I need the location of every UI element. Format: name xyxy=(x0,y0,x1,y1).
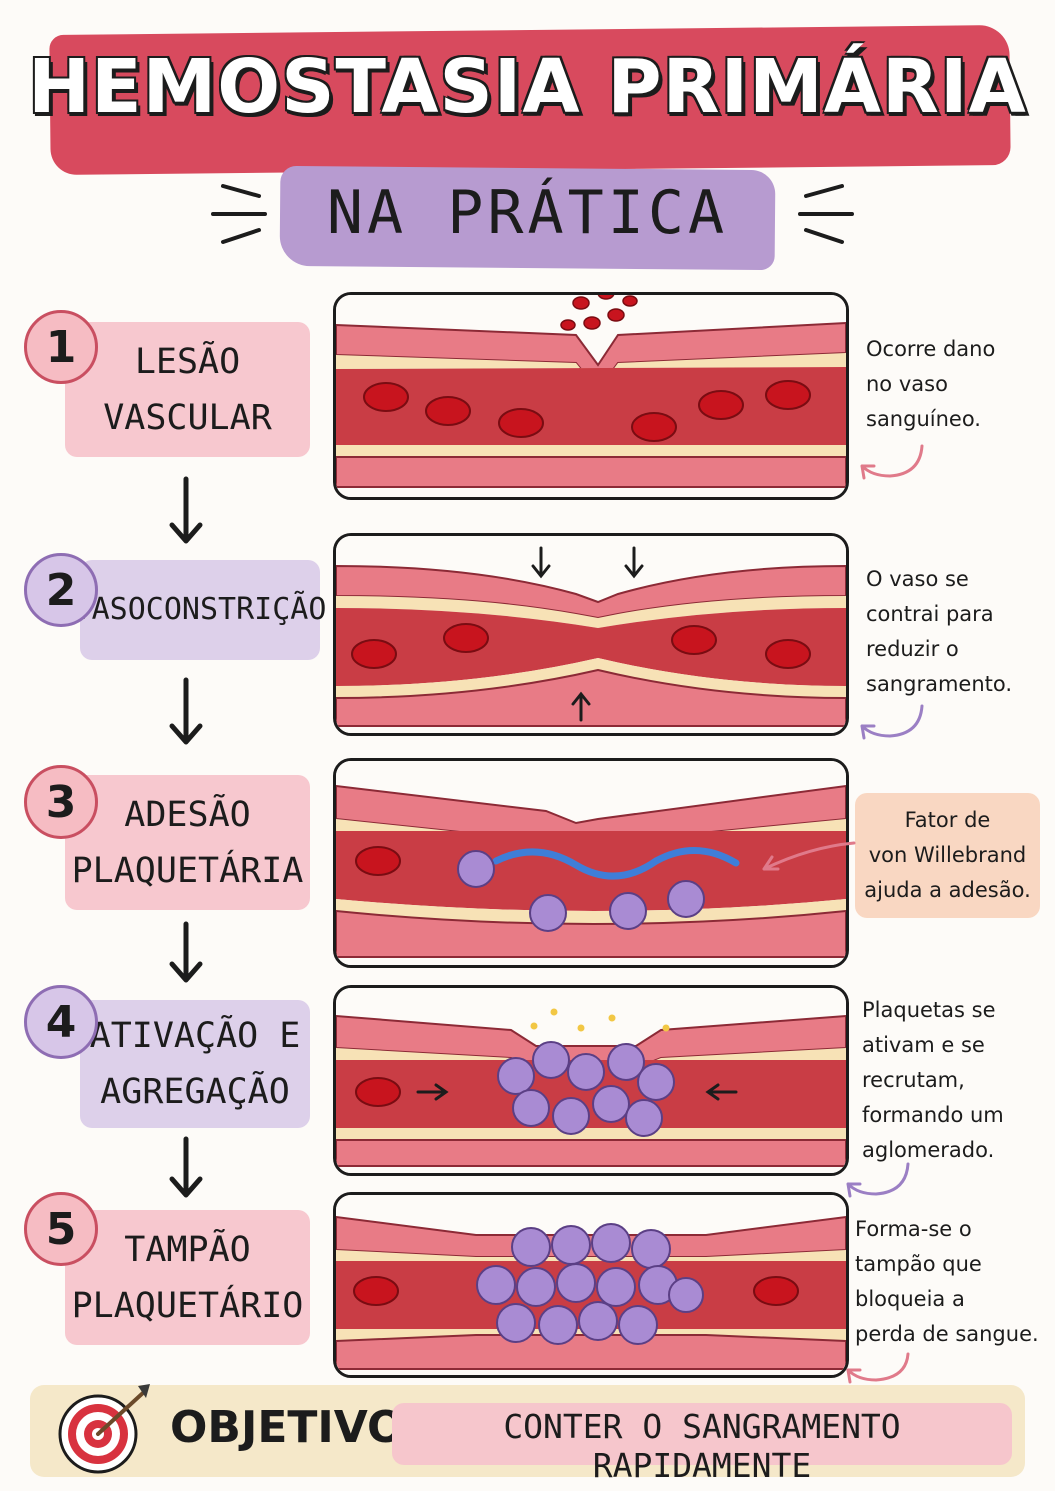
step-3-label-line1: ADESÃO xyxy=(124,794,251,835)
step-1-label-line2: VASCULAR xyxy=(103,397,272,438)
vessel-injury-illustration xyxy=(336,295,846,497)
description-line: reduzir o xyxy=(866,637,959,661)
description-line: perda de sangue. xyxy=(855,1322,1039,1346)
description-line: Forma-se o xyxy=(855,1217,972,1241)
platelets xyxy=(457,850,705,932)
step-1-number: 1 xyxy=(24,310,98,384)
step-3-label-line2: PLAQUETÁRIA xyxy=(71,850,304,891)
red-blood-cell xyxy=(355,846,401,876)
vessel-constriction-illustration xyxy=(336,536,846,733)
description-line: tampão que xyxy=(855,1252,982,1276)
step-1-description: Ocorre dano no vaso sanguíneo. xyxy=(866,332,995,437)
leaking-blood-drops xyxy=(560,295,638,331)
platelet-plug xyxy=(476,1223,704,1345)
subtitle-dashes-right xyxy=(798,184,854,244)
curly-arrow-icon xyxy=(846,1162,910,1198)
step-1-label-line1: LESÃO xyxy=(134,341,241,382)
platelet-aggregation-illustration xyxy=(336,988,846,1173)
step-5-label: TAMPÃO PLAQUETÁRIO xyxy=(65,1210,310,1345)
objective-text-band xyxy=(392,1403,1012,1465)
description-line: ajuda a adesão. xyxy=(864,878,1031,902)
description-line: formando um xyxy=(862,1103,1004,1127)
step-3-number: 3 xyxy=(24,765,98,839)
panel-platelet-plug xyxy=(333,1192,849,1378)
step-2-label: VASOCONSTRIÇÃO xyxy=(74,560,326,660)
platelet-aggregate xyxy=(497,1041,675,1137)
down-arrow-icon xyxy=(169,1136,203,1198)
panel-vasoconstriction xyxy=(333,533,849,736)
description-line: Ocorre dano xyxy=(866,337,996,361)
description-line: Plaquetas se xyxy=(862,998,996,1022)
objective-text: CONTER O SANGRAMENTO RAPIDAMENTE xyxy=(503,1407,901,1485)
panel-vascular-injury xyxy=(333,292,849,500)
step-4-number: 4 xyxy=(24,985,98,1059)
red-blood-cell xyxy=(355,1077,401,1107)
down-arrow-icon xyxy=(169,476,203,544)
curly-arrow-icon xyxy=(846,1352,910,1384)
pointer-arrow-icon xyxy=(762,841,856,871)
page-subtitle: NA PRÁTICA xyxy=(326,178,729,248)
step-2-number: 2 xyxy=(24,553,98,627)
step-5-description: Forma-se o tampão que bloqueia a perda d… xyxy=(855,1212,1039,1352)
platelet-adhesion-illustration xyxy=(336,761,846,965)
curly-arrow-icon xyxy=(860,444,924,480)
panel-platelet-adhesion xyxy=(333,758,849,968)
subtitle-dashes-left xyxy=(211,184,267,244)
step-3-label: ADESÃO PLAQUETÁRIA xyxy=(65,775,310,910)
constriction-arrows xyxy=(531,546,644,722)
von-willebrand-factor-strand xyxy=(492,847,740,880)
step-3-description: Fator de von Willebrand ajuda a adesão. xyxy=(855,793,1040,918)
step-5-label-line1: TAMPÃO xyxy=(124,1229,251,1270)
red-blood-cells xyxy=(363,380,811,442)
description-line: sangramento. xyxy=(866,672,1013,696)
step-4-label: ATIVAÇÃO E AGREGAÇÃO xyxy=(80,1000,310,1128)
description-line: Fator de xyxy=(904,808,991,832)
description-line: O vaso se xyxy=(866,567,969,591)
objective-label: OBJETIVO: xyxy=(170,1402,423,1453)
step-2-description: O vaso se contrai para reduzir o sangram… xyxy=(866,562,1012,702)
description-line: von Willebrand xyxy=(868,843,1027,867)
step-4-label-line2: AGREGAÇÃO xyxy=(100,1072,290,1112)
down-arrow-icon xyxy=(169,677,203,745)
description-line: sanguíneo. xyxy=(866,407,981,431)
granule-release xyxy=(530,1008,670,1032)
description-line: bloqueia a xyxy=(855,1287,965,1311)
description-line: recrutam, xyxy=(862,1068,965,1092)
description-line: contrai para xyxy=(866,602,994,626)
step-5-number: 5 xyxy=(24,1192,98,1266)
curly-arrow-icon xyxy=(860,704,924,740)
step-4-description: Plaquetas se ativam e se recrutam, forma… xyxy=(862,993,1004,1168)
step-1-label: LESÃO VASCULAR xyxy=(65,322,310,457)
platelet-plug-illustration xyxy=(336,1195,846,1375)
page-title: HEMOSTASIA PRIMÁRIA xyxy=(28,44,1027,130)
down-arrow-icon xyxy=(169,921,203,983)
step-5-label-line2: PLAQUETÁRIO xyxy=(71,1285,304,1326)
description-line: aglomerado. xyxy=(862,1138,995,1162)
description-line: ativam e se xyxy=(862,1033,985,1057)
red-blood-cells xyxy=(351,623,811,669)
step-2-label-line1: VASOCONSTRIÇÃO xyxy=(73,592,327,627)
target-icon xyxy=(58,1384,150,1474)
recruitment-arrows xyxy=(416,1083,738,1101)
red-blood-cell xyxy=(753,1276,799,1306)
panel-activation-aggregation xyxy=(333,985,849,1176)
description-line: no vaso xyxy=(866,372,948,396)
red-blood-cell xyxy=(353,1276,399,1306)
step-4-label-line1: ATIVAÇÃO E xyxy=(89,1016,301,1056)
